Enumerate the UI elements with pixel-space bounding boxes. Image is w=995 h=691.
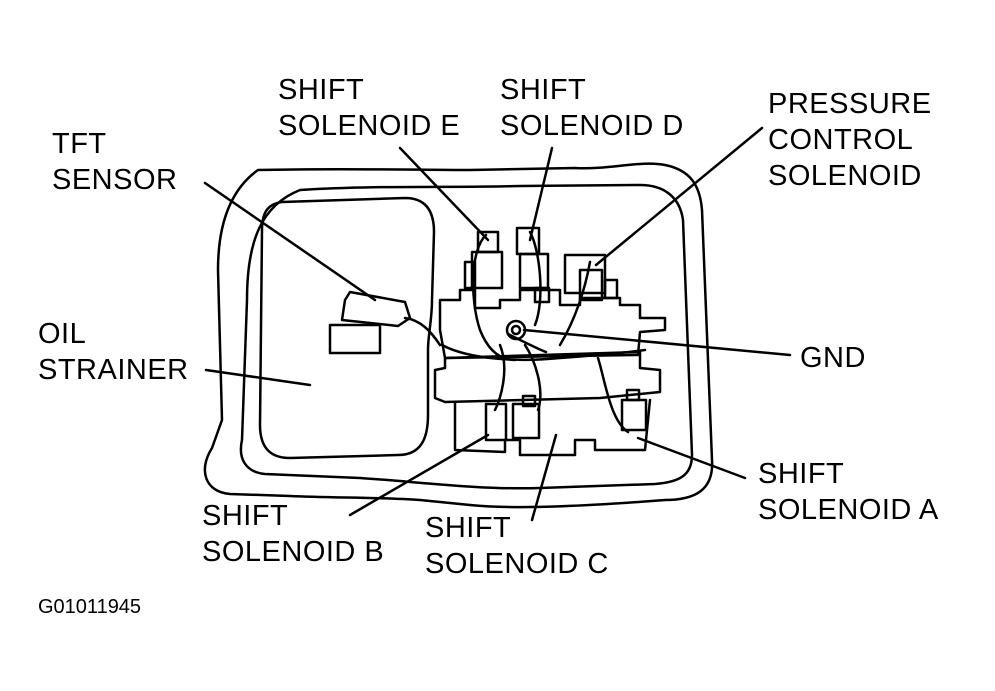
strainer-inlet (328, 323, 382, 355)
leader-tft (203, 181, 377, 302)
pressure-control-solenoid-shape (563, 253, 619, 302)
label-gnd: GND (800, 342, 866, 374)
leader-solenoid-c (530, 433, 558, 522)
leader-oil-strainer (204, 368, 312, 387)
leader-gnd (522, 328, 792, 357)
solenoid-c-shape (511, 394, 541, 440)
figure-code: G01011945 (38, 596, 142, 618)
solenoid-b-shape (484, 402, 508, 442)
valve-body-lower (453, 398, 652, 457)
gnd-bolt (505, 319, 527, 341)
solenoid-e-shape (463, 230, 504, 290)
tft-sensor-shape (340, 290, 412, 328)
leader-pressure (594, 126, 764, 267)
leader-solenoid-b (348, 433, 490, 517)
wire-harness (440, 343, 647, 362)
leader-solenoid-e (398, 146, 490, 242)
oil-strainer-shape (258, 196, 436, 460)
pan-inner-outline (239, 183, 694, 490)
solenoid-a-shape (620, 388, 648, 432)
solenoid-d-shape (515, 226, 551, 304)
leader-solenoid-a (636, 436, 747, 480)
valve-body-middle (433, 350, 662, 404)
leader-solenoid-d (528, 146, 554, 242)
pan-outer-outline (203, 162, 714, 509)
